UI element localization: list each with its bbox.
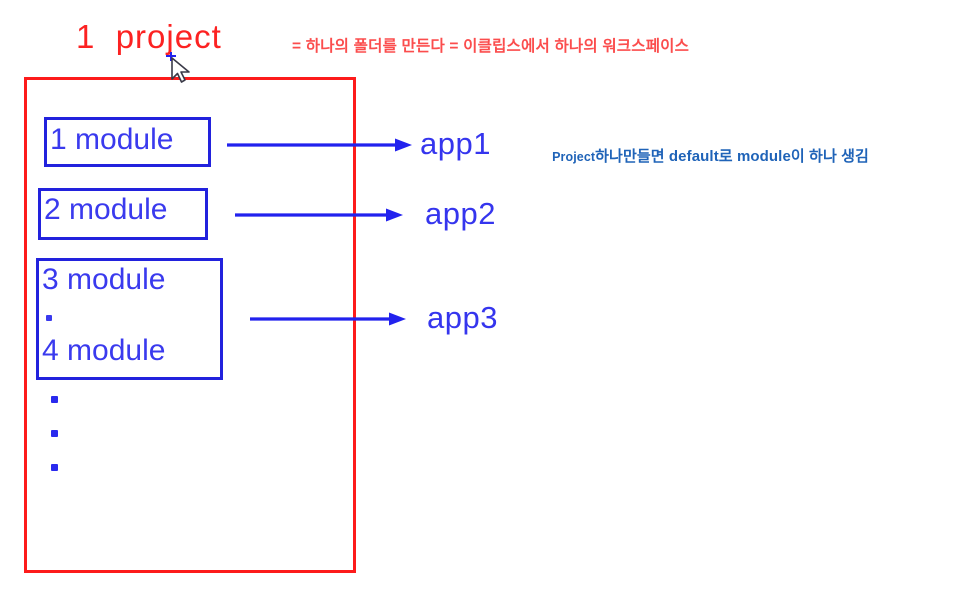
module-box-1 xyxy=(44,117,211,167)
ellipsis-dot-1 xyxy=(51,396,58,403)
page-title: 1 project xyxy=(76,18,222,55)
app-label-2: app2 xyxy=(425,196,496,231)
arrow-module1-to-app1 xyxy=(227,138,412,152)
module-box-3 xyxy=(36,258,223,380)
project-container-box xyxy=(24,77,356,573)
module-label-2: 2 module xyxy=(44,193,168,226)
annotation-red-top: = 하나의 폴더를 만든다 = 이클립스에서 하나의 워크스페이스 xyxy=(292,38,690,55)
arrow-module2-to-app2 xyxy=(235,208,403,222)
annotation-blue-right: Project하나만들면 default로 module이 하나 생김 xyxy=(535,128,869,183)
app-label-1: app1 xyxy=(420,126,491,161)
module-box-2 xyxy=(38,188,208,240)
module-label-4: 4 module xyxy=(42,334,166,367)
ellipsis-dot-3 xyxy=(51,464,58,471)
annotation-blue-rest: 하나만들면 default로 module이 하나 생김 xyxy=(595,148,869,165)
arrow-module3-to-app3 xyxy=(250,312,406,326)
module-box-3-ellipsis-dot xyxy=(46,315,52,321)
ellipsis-dot-2 xyxy=(51,430,58,437)
module-label-1: 1 module xyxy=(50,123,174,156)
app-label-3: app3 xyxy=(427,300,498,335)
annotation-blue-prefix: Project xyxy=(552,150,596,164)
module-label-3: 3 module xyxy=(42,263,166,296)
